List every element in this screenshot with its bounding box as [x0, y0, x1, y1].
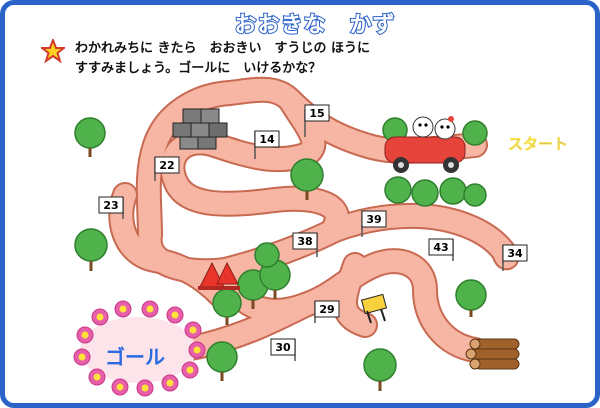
svg-text:29: 29 [319, 303, 334, 316]
number-sign-29: 29 [314, 300, 340, 323]
number-sign-30: 30 [270, 338, 296, 361]
instructions: わかれみちに きたら おおきい すうじの ほうに すすみましょう。ゴールに いけ… [75, 39, 370, 79]
maze-map: 15 14 22 23 39 38 43 [73, 76, 528, 397]
stone-blocks-icon [172, 108, 228, 150]
svg-text:43: 43 [433, 241, 448, 254]
page-title: おおきな かず [233, 12, 396, 39]
number-sign-22: 22 [154, 156, 180, 181]
number-sign-14: 14 [254, 130, 280, 159]
svg-text:23: 23 [103, 199, 118, 212]
traffic-cones-icon [198, 261, 240, 290]
instruction-line-2: すすみましょう。ゴールに いけるかな？ [75, 61, 322, 76]
star-icon [41, 39, 65, 63]
number-sign-15: 15 [304, 104, 330, 137]
number-sign-34: 34 [502, 244, 528, 271]
svg-text:14: 14 [259, 133, 275, 146]
flower-ring-icon [73, 300, 206, 397]
car-with-animals-icon [384, 116, 466, 173]
svg-text:34: 34 [507, 247, 523, 260]
start-label: スタート [508, 135, 569, 154]
number-sign-23: 23 [98, 196, 124, 219]
number-sign-43: 43 [428, 238, 454, 261]
svg-text:38: 38 [297, 235, 312, 248]
maze-road [110, 78, 518, 361]
number-sign-38: 38 [292, 232, 318, 257]
svg-text:15: 15 [309, 107, 324, 120]
number-sign-39: 39 [361, 210, 387, 237]
log-pile-icon [465, 338, 520, 370]
barrier-sign-icon [360, 293, 388, 324]
instruction-line-1: わかれみちに きたら おおきい すうじの ほうに [75, 41, 371, 56]
goal-label: ゴール [105, 345, 165, 369]
tree-trunks [88, 148, 473, 391]
svg-text:22: 22 [159, 159, 174, 172]
svg-text:30: 30 [275, 341, 291, 354]
svg-text:39: 39 [366, 213, 381, 226]
